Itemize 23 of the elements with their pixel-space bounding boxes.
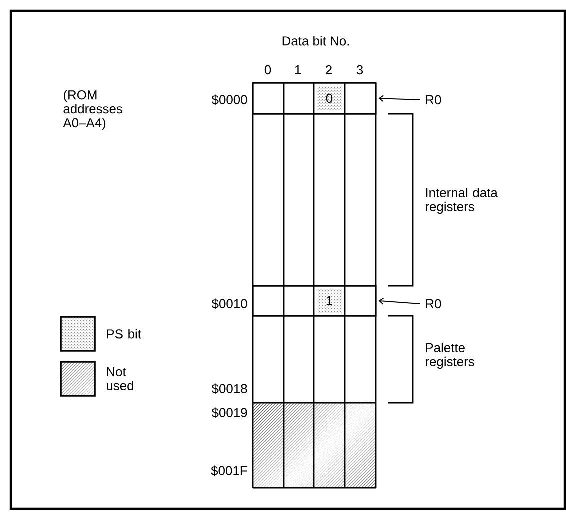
bracket-label: Internal data registers xyxy=(426,188,498,214)
bracket-label: Palette registers xyxy=(426,342,474,369)
legend-label: PS bit xyxy=(107,329,142,339)
column-number: 1 xyxy=(295,66,301,74)
column-number: 3 xyxy=(356,65,364,75)
register-label: R0 xyxy=(426,299,442,309)
address-label: $0010 xyxy=(212,298,248,310)
register-row xyxy=(252,285,377,317)
address-label: $0000 xyxy=(212,94,248,106)
ps-bit-cell: 1 xyxy=(326,296,332,306)
register-label: R0 xyxy=(426,95,442,105)
column-number: 0 xyxy=(264,65,272,75)
legend-label: Not used xyxy=(107,368,134,390)
arrow xyxy=(378,298,420,305)
title: Data bit No. xyxy=(282,36,349,46)
address-label: $0018 xyxy=(212,384,248,394)
note: (ROM addresses A0–A4) xyxy=(63,90,122,130)
address-label: $001F xyxy=(211,466,248,476)
register-row xyxy=(252,82,377,115)
arrow xyxy=(378,95,420,102)
ps-bit-cell: 0 xyxy=(326,94,333,104)
column-number: 2 xyxy=(326,65,332,75)
address-label: $0019 xyxy=(212,408,248,418)
